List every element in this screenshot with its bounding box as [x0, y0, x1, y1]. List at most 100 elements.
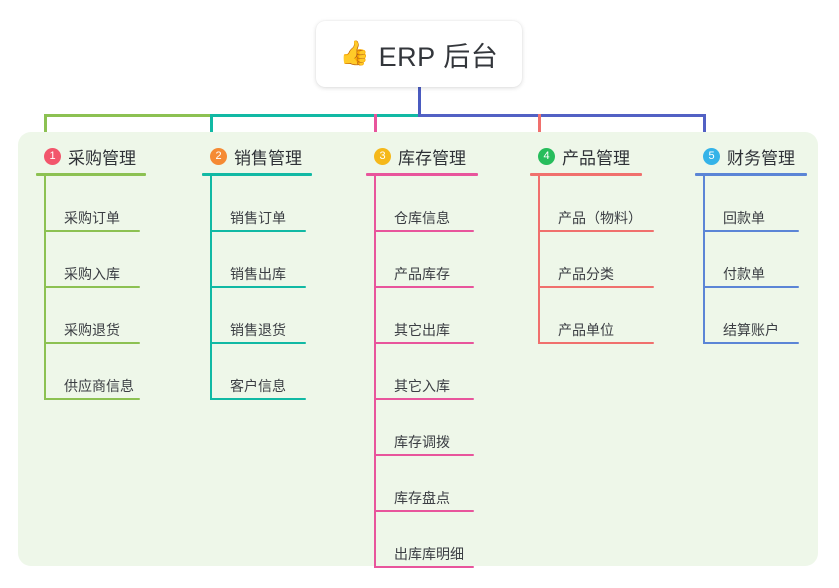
column-items: 产品（物料） 产品分类产品单位 — [530, 176, 654, 344]
menu-item-rule — [538, 286, 654, 288]
column-spine — [538, 176, 540, 344]
menu-item[interactable]: 销售出库 — [202, 232, 312, 288]
menu-item[interactable]: 其它出库 — [366, 288, 478, 344]
column-badge-icon: 1 — [44, 147, 61, 165]
menu-item-label: 出库库明细 — [394, 546, 464, 562]
menu-item-label: 付款单 — [723, 266, 765, 282]
column-销售管理: 2 销售管理销售订单销售出库销售退货客户信息 — [202, 143, 312, 400]
column-header-5[interactable]: 5 财务管理 — [695, 143, 807, 169]
menu-item[interactable]: 产品（物料） — [530, 176, 654, 232]
column-items: 采购订单采购入库采购退货供应商信息 — [36, 176, 146, 400]
menu-item-rule — [703, 230, 799, 232]
menu-item[interactable]: 其它入库 — [366, 344, 478, 400]
menu-item-label: 采购入库 — [64, 266, 120, 282]
menu-item-rule — [374, 286, 474, 288]
menu-item-label: 采购退货 — [64, 322, 120, 338]
menu-item-label: 结算账户 — [723, 322, 779, 338]
column-badge-icon: 5 — [703, 147, 720, 165]
menu-item[interactable]: 出库库明细 — [366, 512, 478, 568]
menu-item[interactable]: 库存盘点 — [366, 456, 478, 512]
column-header-1[interactable]: 1 采购管理 — [36, 143, 146, 169]
column-header-rule — [530, 173, 642, 176]
menu-item[interactable]: 供应商信息 — [36, 344, 146, 400]
menu-item-rule — [374, 510, 474, 512]
column-spine — [44, 176, 46, 400]
column-title: 库存管理 — [398, 148, 466, 168]
menu-item-rule — [210, 398, 306, 400]
column-items: 销售订单销售出库销售退货客户信息 — [202, 176, 312, 400]
menu-item[interactable]: 产品单位 — [530, 288, 654, 344]
column-header-rule — [202, 173, 312, 176]
menu-item-label: 销售退货 — [230, 322, 286, 338]
menu-item-label: 销售订单 — [230, 210, 286, 226]
menu-item-rule — [374, 454, 474, 456]
menu-item[interactable]: 产品库存 — [366, 232, 478, 288]
menu-item[interactable]: 回款单 — [695, 176, 807, 232]
menu-item-label: 客户信息 — [230, 378, 286, 394]
menu-item-label: 仓库信息 — [394, 210, 450, 226]
menu-item[interactable]: 产品分类 — [530, 232, 654, 288]
column-header-2[interactable]: 2 销售管理 — [202, 143, 312, 169]
menu-item[interactable]: 销售退货 — [202, 288, 312, 344]
column-财务管理: 5 财务管理回款单付款单结算账户 — [695, 143, 807, 344]
root-node-title: ERP 后台 — [378, 41, 499, 72]
menu-item-rule — [44, 230, 140, 232]
column-title: 产品管理 — [562, 148, 630, 168]
menu-item-rule — [538, 230, 654, 232]
menu-item[interactable]: 客户信息 — [202, 344, 312, 400]
column-badge-icon: 2 — [210, 147, 227, 165]
column-title: 财务管理 — [727, 148, 795, 168]
column-spine — [374, 176, 376, 568]
menu-item[interactable]: 销售订单 — [202, 176, 312, 232]
menu-item-label: 销售出库 — [230, 266, 286, 282]
column-采购管理: 1 采购管理采购订单采购入库采购退货供应商信息 — [36, 143, 146, 400]
column-spine — [210, 176, 212, 400]
column-产品管理: 4 产品管理产品（物料） 产品分类产品单位 — [530, 143, 654, 344]
menu-item-rule — [44, 286, 140, 288]
root-node-card[interactable]: 👍 ERP 后台 — [316, 21, 522, 87]
column-title: 销售管理 — [234, 148, 302, 168]
column-spine — [703, 176, 705, 344]
connector-root-stem — [418, 87, 421, 117]
menu-item[interactable]: 结算账户 — [695, 288, 807, 344]
menu-item-label: 产品单位 — [558, 322, 614, 338]
menu-item-label: 供应商信息 — [64, 378, 134, 394]
column-header-4[interactable]: 4 产品管理 — [530, 143, 642, 169]
menu-item[interactable]: 采购订单 — [36, 176, 146, 232]
menu-item[interactable]: 库存调拨 — [366, 400, 478, 456]
menu-item-label: 采购订单 — [64, 210, 120, 226]
menu-item-rule — [44, 398, 140, 400]
menu-item-label: 回款单 — [723, 210, 765, 226]
menu-item[interactable]: 采购入库 — [36, 232, 146, 288]
menu-item-rule — [703, 342, 799, 344]
menu-item-rule — [44, 342, 140, 344]
menu-item-label: 其它出库 — [394, 322, 450, 338]
connector-bar-blue — [418, 114, 706, 117]
column-badge-icon: 4 — [538, 147, 555, 165]
menu-item[interactable]: 采购退货 — [36, 288, 146, 344]
diagram-panel — [18, 132, 818, 566]
menu-item-label: 库存盘点 — [394, 490, 450, 506]
column-header-rule — [36, 173, 146, 176]
menu-item-rule — [538, 342, 654, 344]
column-items: 仓库信息产品库存其它出库其它入库库存调拨库存盘点出库库明细 — [366, 176, 478, 568]
column-header-rule — [366, 173, 478, 176]
thumbs-up-icon: 👍 — [339, 40, 370, 67]
column-header-rule — [695, 173, 807, 176]
menu-item-rule — [374, 398, 474, 400]
menu-item-rule — [703, 286, 799, 288]
column-title: 采购管理 — [68, 148, 136, 168]
menu-item-rule — [374, 566, 474, 568]
menu-item-label: 产品分类 — [558, 266, 614, 282]
menu-item[interactable]: 付款单 — [695, 232, 807, 288]
connector-bar-teal — [210, 114, 421, 117]
connector-bar-green — [44, 114, 211, 117]
menu-item-label: 产品（物料） — [558, 210, 642, 226]
menu-item[interactable]: 仓库信息 — [366, 176, 478, 232]
menu-item-label: 其它入库 — [394, 378, 450, 394]
menu-item-rule — [210, 230, 306, 232]
menu-item-label: 库存调拨 — [394, 434, 450, 450]
menu-item-rule — [374, 230, 474, 232]
